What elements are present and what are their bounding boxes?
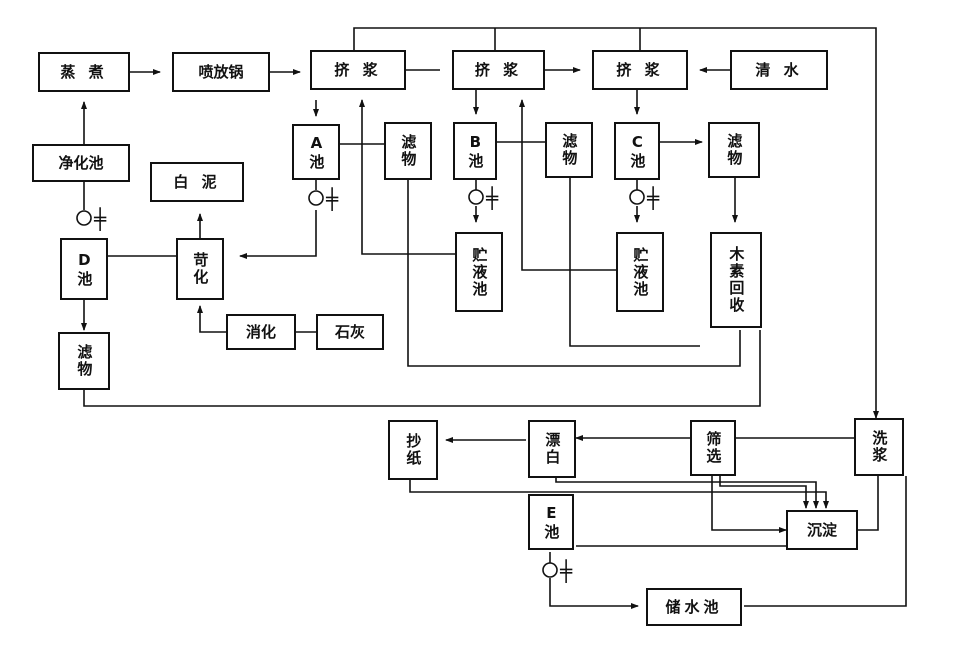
flow-line <box>711 476 787 533</box>
node-luwu-1: 滤物 <box>384 122 432 180</box>
node-baini: 白 泥 <box>150 162 244 202</box>
node-label: E池 <box>542 503 561 541</box>
node-label: 沉淀 <box>806 520 837 539</box>
node-label: 滤物 <box>75 344 94 378</box>
pump-icon <box>468 189 484 205</box>
node-jijiang-3: 挤 浆 <box>592 50 688 90</box>
node-label: D池 <box>75 250 94 288</box>
node-shaixuan: 筛选 <box>690 420 736 476</box>
node-penfangguo: 喷放锅 <box>172 52 270 92</box>
node-xiaohua: 消化 <box>226 314 296 350</box>
node-zhushuichi: 储水池 <box>646 588 742 626</box>
node-label: 消化 <box>245 322 276 341</box>
node-label: 滤物 <box>399 134 418 168</box>
flow-line <box>555 478 819 509</box>
node-label: 滤物 <box>560 133 579 167</box>
pump-icon <box>629 189 645 205</box>
node-label: 白 泥 <box>173 172 221 191</box>
node-label: 贮液池 <box>470 246 489 298</box>
node-label: 挤 浆 <box>616 60 664 79</box>
node-qingshui: 清 水 <box>730 50 828 90</box>
node-xijiang: 洗浆 <box>854 418 904 476</box>
node-zhengzhu: 蒸 煮 <box>38 52 130 92</box>
node-label: 漂白 <box>543 432 562 466</box>
node-label: B池 <box>466 132 485 170</box>
node-zhuyechi-1: 贮液池 <box>455 232 503 312</box>
node-label: 筛选 <box>704 431 723 465</box>
flow-line <box>569 178 700 347</box>
node-label: A池 <box>307 133 326 171</box>
node-kehua: 苛化 <box>176 238 224 300</box>
node-chaozhi: 抄纸 <box>388 420 438 480</box>
node-jijiang-1: 挤 浆 <box>310 50 406 90</box>
node-musuhuishou: 木素回收 <box>710 232 762 328</box>
node-label: 清 水 <box>755 60 803 79</box>
flow-line <box>239 210 317 259</box>
flow-line <box>519 99 616 271</box>
node-luwu-3: 滤物 <box>708 122 760 178</box>
flow-line <box>359 99 455 255</box>
node-piaobai: 漂白 <box>528 420 576 478</box>
node-label: 洗浆 <box>870 430 889 464</box>
node-label: 贮液池 <box>631 246 650 298</box>
node-label: 净化池 <box>58 153 104 172</box>
flow-line <box>83 330 761 407</box>
node-label: 喷放锅 <box>198 62 244 81</box>
pump-valve-icon: ╪ <box>93 207 107 231</box>
node-chendian: 沉淀 <box>786 510 858 550</box>
node-label: C池 <box>628 132 647 170</box>
node-e-chi: E池 <box>528 494 574 550</box>
node-label: 抄纸 <box>404 433 423 467</box>
flow-line <box>197 305 226 333</box>
pump-icon <box>542 562 558 578</box>
flow-line <box>549 578 639 609</box>
node-shihui: 石灰 <box>316 314 384 350</box>
node-label: 蒸 煮 <box>60 62 108 81</box>
node-jijiang-2: 挤 浆 <box>452 50 545 90</box>
node-a-chi: A池 <box>292 124 340 180</box>
node-b-chi: B池 <box>453 122 497 180</box>
node-label: 滤物 <box>725 133 744 167</box>
flow-line <box>744 476 907 607</box>
node-jinghuachi: 净化池 <box>32 144 130 182</box>
node-label: 石灰 <box>334 322 365 341</box>
node-zhuyechi-2: 贮液池 <box>616 232 664 312</box>
node-label: 储水池 <box>665 597 723 616</box>
node-c-chi: C池 <box>614 122 660 180</box>
pump-icon <box>76 210 92 226</box>
node-label: 木素回收 <box>727 246 746 314</box>
flow-line <box>858 476 879 531</box>
pump-valve-icon: ╪ <box>485 186 499 210</box>
node-luwu-d: 滤物 <box>58 332 110 390</box>
pump-valve-icon: ╪ <box>325 187 339 211</box>
node-label: 挤 浆 <box>474 60 523 79</box>
flow-line <box>409 480 829 509</box>
flow-line <box>719 476 809 509</box>
node-label: 挤 浆 <box>334 60 382 79</box>
pump-valve-icon: ╪ <box>559 559 573 583</box>
node-d-chi: D池 <box>60 238 108 300</box>
pump-icon <box>308 190 324 206</box>
flow-line <box>407 180 741 367</box>
pump-valve-icon: ╪ <box>646 186 660 210</box>
node-luwu-2: 滤物 <box>545 122 593 178</box>
flow-line <box>353 27 879 419</box>
node-label: 苛化 <box>191 252 210 286</box>
